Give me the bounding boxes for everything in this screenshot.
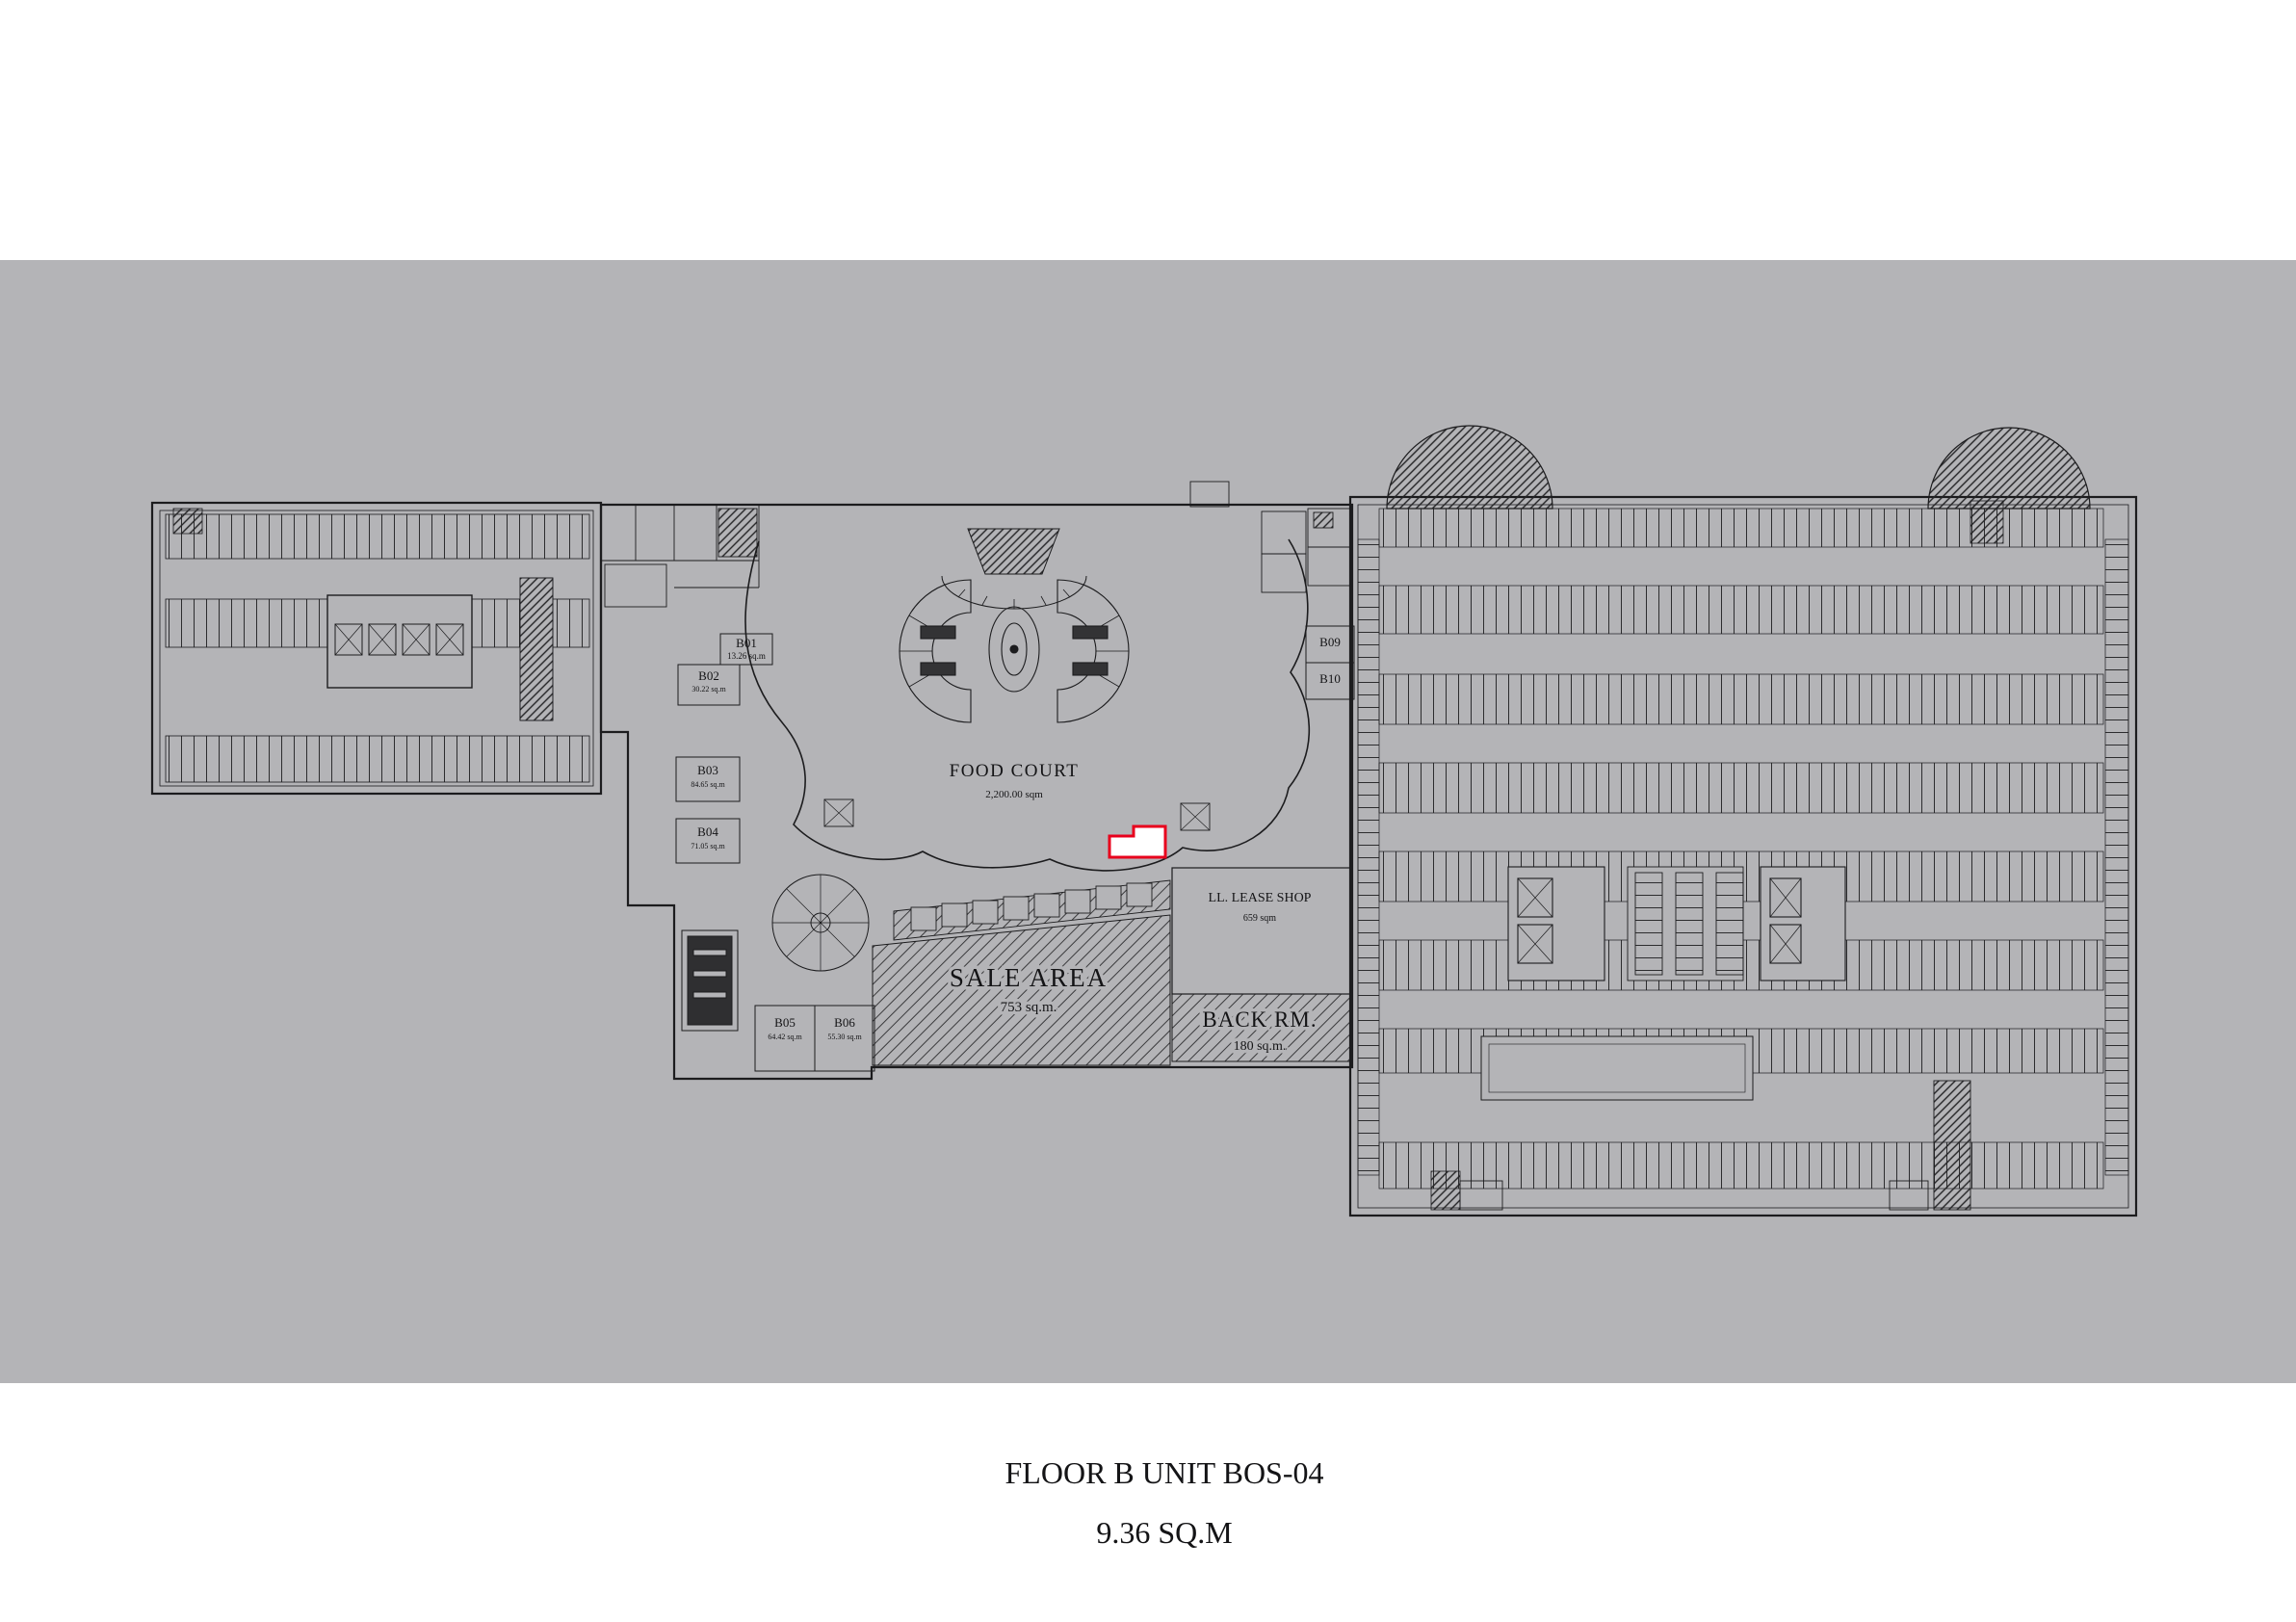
left-wing-ramp-hatch [519,577,554,721]
unit-label-b05: B05 [774,1015,796,1030]
caption-line2: 9.36 SQ.M [1096,1515,1232,1550]
sale-area-area: 753 sq.m. [1001,1000,1057,1015]
unit-label-b10: B10 [1319,671,1341,686]
lease-shop-label: LL. LEASE SHOP [1209,891,1312,905]
escalator-fan-left [899,579,972,723]
service-rooms-top-right [1189,481,1353,593]
unit-room-b04 [675,818,741,864]
loading-zone [1480,1035,1754,1101]
right-wing-core-right [1760,866,1846,981]
escalator-fan-right [1057,579,1130,723]
unit-label-b03: B03 [697,763,718,777]
unit-rooms [675,625,1355,1072]
right-wing-room-bottom-2 [1889,1180,1929,1211]
right-parking-wing [1348,425,2138,1217]
caption-line1: FLOOR B UNIT BOS-04 [1005,1455,1324,1490]
unit-bos04-highlight [1108,824,1167,859]
lease-shop-area: 659 sqm [1243,913,1276,924]
left-parking-wing [150,501,603,796]
unit-area-b02: 30.22 sq.m [691,685,726,693]
unit-label-b06: B06 [834,1015,855,1030]
food-court-kiosks [823,798,1211,831]
unit-room-b01 [719,633,773,666]
unit-area-b01: 13.26 sq.m [727,651,766,661]
central-section [599,481,1355,1081]
food-court-label: FOOD COURT [950,761,1080,781]
unit-label-b02: B02 [698,668,719,683]
unit-room-b02 [677,664,741,706]
back-room-area: 180 sq.m. [1234,1039,1287,1054]
sale-area-label: SALE AREA [950,963,1108,992]
spiral-stair [771,874,870,972]
right-wing-stair-top [1970,500,2004,544]
unit-label-b09: B09 [1319,635,1341,649]
unit-label-b01: B01 [736,636,757,650]
right-wing-ramp-strip [1933,1080,1971,1211]
central-outline [599,503,1354,1081]
entry-ramp-right [1927,427,2091,510]
unit-area-b06: 55.30 sq.m [827,1033,862,1041]
central-lift-block [681,929,739,1032]
entrance-fan [941,528,1087,610]
plan-background-band [0,260,2296,1383]
left-wing-stair-block [172,508,203,535]
unit-room-b10 [1305,662,1355,700]
unit-area-b03: 84.65 sq.m [691,780,725,789]
left-wing-elevator-core [326,594,473,689]
right-wing-core-left [1507,866,1605,981]
unit-area-b04: 71.05 sq.m [691,842,725,850]
unit-label-b04: B04 [697,824,718,839]
food-court-area: 2,200.00 sqm [985,789,1043,800]
service-rooms-top-left [601,505,760,608]
right-wing-stair-bottom [1430,1170,1461,1211]
back-room-label: BACK RM. [1202,1007,1317,1032]
unit-room-b03 [675,756,741,802]
left-wing-parking-stalls [165,513,590,783]
food-court-boundary [744,538,1311,872]
right-wing-escalator-slabs [1627,866,1744,981]
sale-area-region [872,914,1171,1066]
unit-area-b05: 64.42 sq.m [768,1033,802,1041]
food-stall-row [893,879,1171,941]
entry-ramp-left [1386,425,1553,510]
